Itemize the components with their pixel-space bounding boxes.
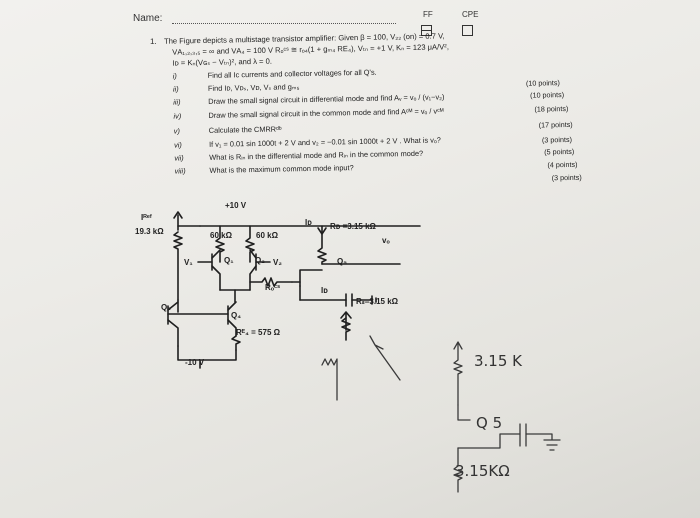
hand-q5-drain (457, 404, 471, 421)
v1-label: V₁ (184, 258, 193, 267)
rs-label: Rₛ=3.15 kΩ (356, 297, 399, 306)
q2-label: Q₂ (255, 256, 265, 265)
name-line (172, 23, 396, 24)
q3-body (167, 301, 179, 347)
rs-resistor (341, 317, 351, 341)
io-label: Iᴅ (321, 286, 328, 295)
v2-label: V₂ (273, 258, 282, 267)
id-label: Iᴅ (305, 218, 312, 227)
hand-q5: Q 5 (476, 414, 503, 432)
q5-drain (299, 269, 323, 287)
hand-arrow (369, 335, 401, 381)
hand-arrow-up (453, 341, 463, 350)
hand-capacitor (519, 423, 527, 447)
ff-label: FF (423, 10, 433, 19)
hand-ground (525, 433, 561, 451)
rc1-resistor (215, 225, 225, 263)
q1-label: Q₁ (224, 256, 234, 265)
q4-body (227, 301, 237, 337)
q4-label: Q₄ (231, 311, 242, 320)
q3-label: Q₃ (161, 303, 171, 312)
rc2-label: 60 kΩ (256, 231, 278, 240)
rc1-label: 60 kΩ (210, 231, 232, 240)
ro-cs-label: Rₒᶜˢ (265, 283, 281, 292)
vo-label: vₒ (382, 236, 390, 245)
q2-body (249, 249, 257, 291)
cpe-checkbox[interactable] (462, 25, 473, 36)
vcc-label: +10 V (225, 201, 247, 210)
bottom-rail (177, 345, 237, 361)
vee-label: -10 V (185, 358, 205, 367)
ff-checkbox[interactable] (421, 25, 432, 36)
cpe-label: CPE (462, 10, 479, 19)
ro-cs-resistor (249, 277, 293, 287)
iref-label: Iᴿᵉᶠ (141, 213, 152, 222)
ground-symbol (371, 295, 377, 305)
r-ref-label: 19.3 kΩ (135, 227, 164, 236)
rd-label: Rᴅ =3.15 kΩ (330, 222, 376, 231)
re4-label: Rᴱ₄ = 575 Ω (236, 328, 281, 337)
rd-resistor (317, 225, 327, 265)
hand-resistor-vertical (321, 358, 338, 401)
iref-arrow (173, 211, 183, 219)
q1-body (211, 249, 221, 291)
source-capacitor (345, 293, 353, 307)
name-label: Name: (133, 13, 163, 24)
r-ref-resistor (173, 231, 183, 301)
hand-resistor-top (453, 343, 463, 406)
rc2-resistor (245, 225, 255, 263)
hand-sketch (321, 335, 561, 493)
hand-source-wire (457, 433, 521, 449)
hand-r-top: 3.15 K (474, 352, 523, 370)
re4-resistor (231, 335, 241, 351)
hand-resistor-bottom (453, 447, 463, 493)
id-arrow (317, 227, 327, 235)
hand-r-bottom: 3.15KΩ (455, 462, 510, 480)
io-arrow (340, 311, 352, 331)
q5-label: Q₅ (337, 257, 347, 266)
